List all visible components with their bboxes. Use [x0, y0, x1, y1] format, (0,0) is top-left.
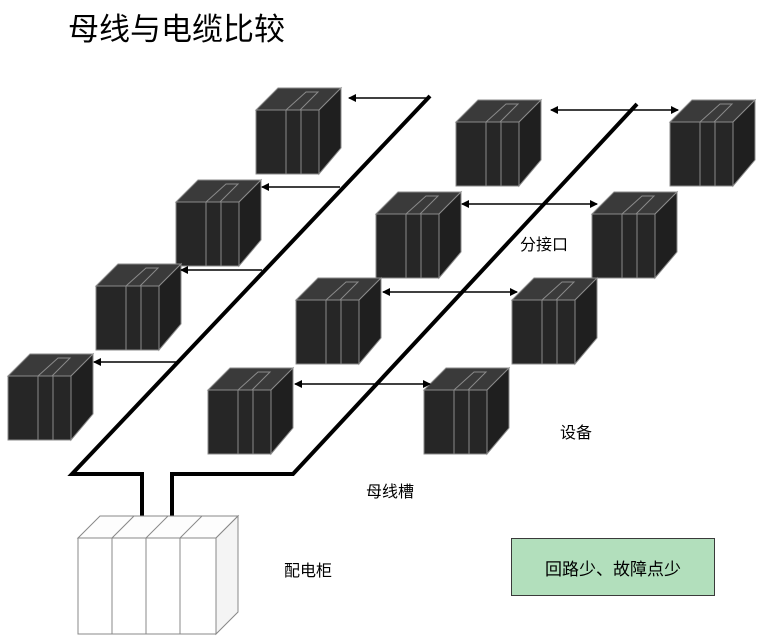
outer-device-2	[591, 191, 678, 279]
inner-device-3	[295, 277, 382, 365]
outer-device-3	[511, 277, 598, 365]
inner-device-1	[455, 99, 542, 187]
note-box: 回路少、故障点少	[511, 538, 715, 596]
equipment-label: 设备	[560, 423, 592, 442]
outer-device-1	[669, 99, 756, 187]
note-text: 回路少、故障点少	[545, 559, 681, 580]
inner-device-4	[207, 367, 294, 455]
tap-label: 分接口	[520, 235, 568, 254]
cabinet-label: 配电柜	[284, 561, 332, 580]
diagram-title: 母线与电缆比较	[68, 12, 285, 48]
busway-label: 母线槽	[366, 482, 414, 501]
left-device-3	[95, 263, 182, 351]
distribution-cabinet	[76, 514, 240, 636]
inner-device-2	[375, 191, 462, 279]
left-device-2	[175, 179, 262, 267]
outer-device-4	[423, 367, 510, 455]
left-device-4	[7, 353, 94, 441]
left-device-1	[255, 87, 342, 175]
